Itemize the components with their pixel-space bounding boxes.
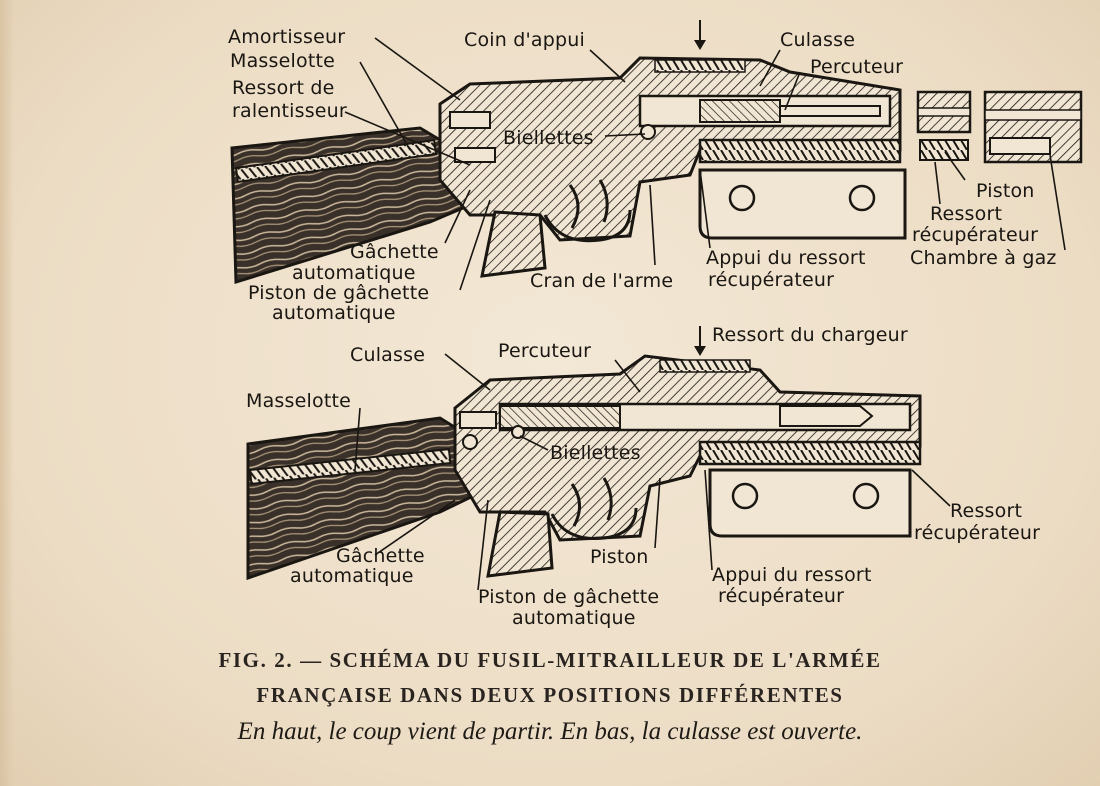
bottom-spring-tube — [698, 440, 922, 466]
top-grip — [480, 210, 547, 278]
label-chambre-a-gaz: Chambre à gaz — [910, 247, 1057, 269]
label-amortisseur: Amortisseur — [228, 26, 346, 48]
label-bottom-appui-du-ressort: Appui du ressort — [712, 564, 872, 586]
label-bottom-masselotte: Masselotte — [246, 390, 352, 412]
bottom-bolt — [499, 405, 621, 429]
top-spring-tube — [698, 138, 902, 164]
bottom-gun — [246, 326, 922, 581]
label-gachette-automatique: automatique — [292, 262, 416, 284]
label-piston: Piston — [976, 180, 1035, 202]
label-appui-du-ressort: Appui du ressort — [706, 247, 866, 269]
caption-line-1: FIG. 2. — SCHÉMA DU FUSIL-MITRAILLEUR DE… — [218, 648, 882, 672]
label-bottom-gachette-automatique: automatique — [290, 565, 414, 587]
label-gachette: Gâchette — [350, 241, 439, 263]
bottom-grip — [486, 510, 554, 578]
label-masselotte: Masselotte — [230, 50, 336, 72]
label-bottom-piston: Piston — [590, 546, 649, 568]
label-biellettes: Biellettes — [503, 127, 594, 149]
caption-line-3: En haut, le coup vient de partir. En bas… — [237, 718, 863, 745]
caption-line-2: FRANÇAISE DANS DEUX POSITIONS DIFFÉRENTE… — [256, 683, 844, 707]
label-piston-de-gachette: Piston de gâchette — [248, 282, 430, 304]
label-ressort-du-chargeur: Ressort du chargeur — [712, 324, 908, 346]
label-bottom-culasse: Culasse — [350, 344, 426, 366]
label-culasse: Culasse — [780, 29, 856, 51]
top-gas-piston — [919, 139, 969, 161]
paper-edge — [0, 0, 14, 786]
top-feed-spring — [654, 59, 746, 73]
bottom-feed-spring — [659, 359, 751, 373]
label-bottom-piston-de-gachette: Piston de gâchette — [478, 586, 660, 608]
label-piston-de-gachette-automatique: automatique — [272, 302, 396, 324]
label-bottom-appui-recuperateur: récupérateur — [718, 585, 845, 607]
top-magazine — [698, 168, 907, 240]
bottom-stock-spring — [248, 447, 452, 486]
label-bottom-biellettes: Biellettes — [550, 442, 641, 464]
label-bottom-ressort: Ressort — [950, 500, 1023, 522]
bottom-cartridge — [779, 405, 874, 427]
top-striker — [779, 105, 881, 117]
label-bottom-percuteur: Percuteur — [498, 340, 592, 362]
top-gun — [230, 20, 1083, 285]
label-bottom-gachette: Gâchette — [336, 545, 425, 567]
label-ralentisseur: ralentisseur — [232, 100, 347, 122]
bottom-leader-lines — [354, 353, 951, 591]
label-ressort-recuperateur: récupérateur — [912, 224, 1039, 246]
label-ressort-de: Ressort de — [232, 77, 335, 99]
top-stock-spring — [234, 139, 438, 183]
top-leader-lines — [344, 37, 1066, 291]
label-cran-de-larme: Cran de l'arme — [530, 270, 674, 292]
label-appui-recuperateur: récupérateur — [708, 269, 835, 291]
label-coin-dappui: Coin d'appui — [464, 29, 586, 51]
top-bolt — [699, 99, 781, 123]
label-percuteur: Percuteur — [810, 56, 904, 78]
label-ressort: Ressort — [930, 203, 1003, 225]
label-bottom-ressort-recuperateur: récupérateur — [914, 522, 1041, 544]
label-bottom-piston-de-gachette-automatique: automatique — [512, 607, 636, 629]
